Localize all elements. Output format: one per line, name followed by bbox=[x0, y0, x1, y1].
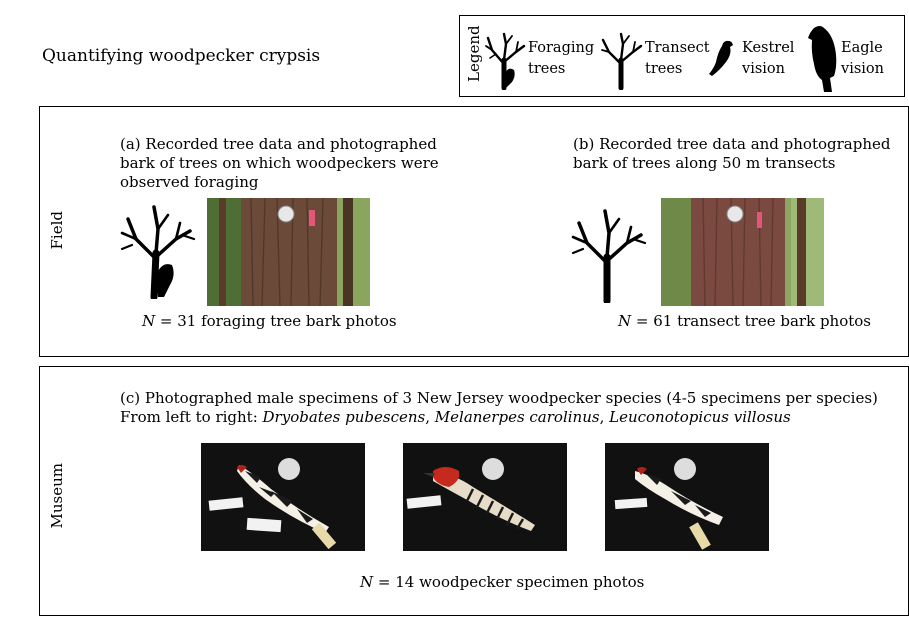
field-panel: Field (a) Recorded tree data and photogr… bbox=[39, 106, 909, 357]
panel-a-description: (a) Recorded tree data and photographed … bbox=[120, 135, 439, 191]
eagle-icon bbox=[808, 26, 837, 92]
transect-tree-icon bbox=[571, 209, 647, 303]
panel-c-description: (c) Photographed male specimens of 3 New… bbox=[120, 389, 878, 426]
kestrel-icon bbox=[709, 40, 733, 76]
foraging-tree-bark-photo bbox=[207, 198, 370, 306]
species-name: Dryobates pubescens bbox=[262, 408, 426, 426]
specimen-photo-dryobates bbox=[201, 443, 365, 551]
panel-b-count: N = 61 transect tree bark photos bbox=[618, 312, 872, 330]
specimen-photo-leuconotopicus bbox=[605, 443, 769, 551]
foraging-tree-icon bbox=[485, 32, 526, 90]
transect-tree-icon bbox=[601, 32, 643, 90]
figure-title: Quantifying woodpecker crypsis bbox=[42, 46, 321, 66]
museum-panel: Museum (c) Photographed male specimens o… bbox=[39, 366, 909, 616]
legend-heading: Legend bbox=[465, 25, 483, 82]
panel-b-description: (b) Recorded tree data and photographed … bbox=[573, 135, 891, 172]
foraging-tree-icon bbox=[120, 205, 196, 299]
panel-c-count: N = 14 woodpecker specimen photos bbox=[360, 573, 645, 591]
transect-tree-bark-photo bbox=[661, 198, 824, 306]
museum-label: Museum bbox=[48, 463, 66, 529]
species-name: Melanerpes carolinus bbox=[434, 408, 600, 426]
panel-a-count: N = 31 foraging tree bark photos bbox=[142, 312, 397, 330]
field-label: Field bbox=[48, 211, 66, 250]
specimen-photo-melanerpes bbox=[403, 443, 567, 551]
species-name: Leuconotopicus villosus bbox=[609, 408, 791, 426]
